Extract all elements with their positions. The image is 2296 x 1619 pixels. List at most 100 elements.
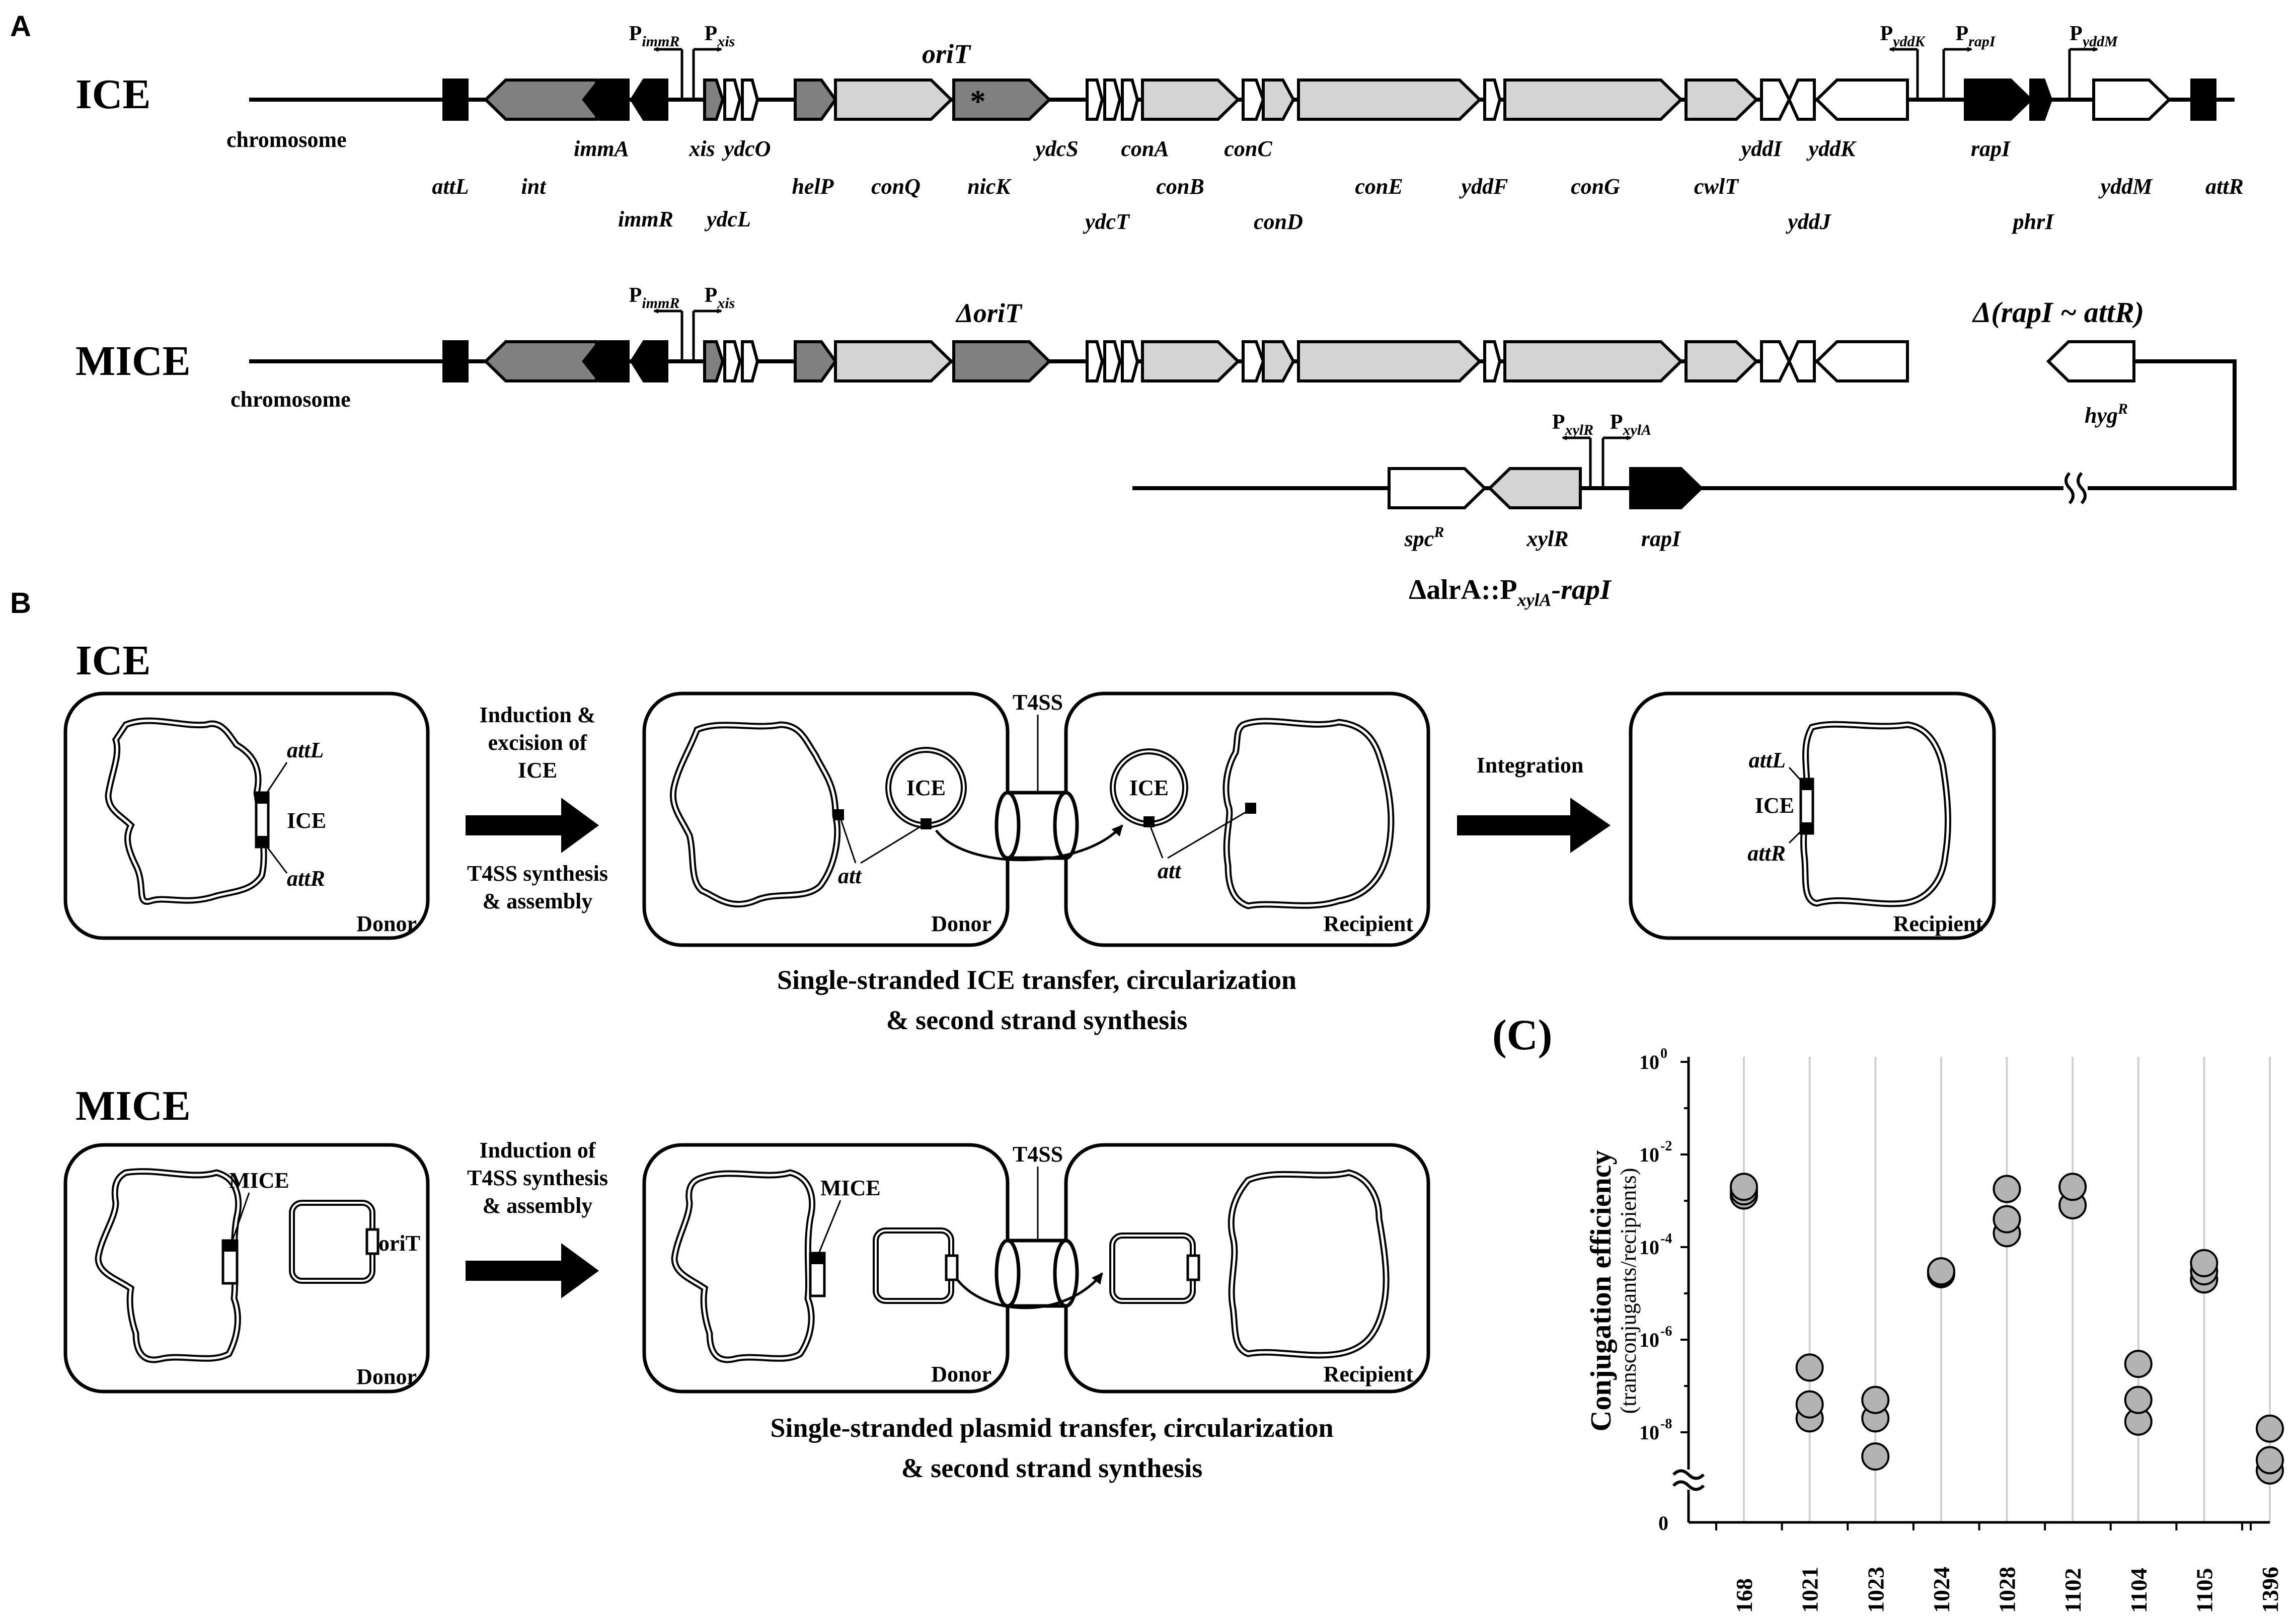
- delta-orit-label: ΔoriT: [955, 298, 1023, 328]
- mice-genes-gene-3: [630, 340, 668, 382]
- x-tick-168: 168: [1731, 1578, 1757, 1613]
- mice-genes-gene-18: [1503, 340, 1683, 382]
- mice-genes-gene-12: [1121, 340, 1139, 382]
- ice-genes-gene-2: [582, 79, 630, 121]
- ice-bottom-conb: conB: [1156, 174, 1204, 199]
- mice-genes-gene-1: [1487, 467, 1582, 509]
- panel-c-letter: (C): [1492, 1011, 1552, 1059]
- mice-donor-label: MICE: [229, 1168, 289, 1193]
- ice-step1-line1: Induction &: [479, 703, 595, 727]
- mice-genes-gene-2: [1629, 467, 1704, 509]
- final-ice-label: ICE: [1755, 793, 1794, 818]
- ice-circle-donor-label: ICE: [906, 776, 946, 800]
- mice-transfer-label: MICE: [820, 1176, 881, 1200]
- att-donor-label: att: [838, 864, 862, 888]
- ice-genes-gene-19: [1685, 79, 1759, 121]
- y-tick-exp-0: 0: [1660, 1046, 1667, 1061]
- orit-plasmid-label: oriT: [378, 1231, 420, 1256]
- ice-genes-gene-13: [1141, 79, 1241, 121]
- y-tick-exp--2: -2: [1660, 1138, 1672, 1154]
- x-tick-1023: 1023: [1863, 1567, 1888, 1613]
- att-recipient-label: att: [1158, 859, 1182, 883]
- ice-top-imma: immA: [574, 136, 629, 161]
- y-tick-exp--4: -4: [1660, 1231, 1672, 1247]
- x-tick-1105: 1105: [2191, 1568, 2217, 1613]
- ice-genes-gene-4: [703, 79, 725, 121]
- mice-genes-gene-21: [1787, 340, 1816, 382]
- y-tick-exp--8: -8: [1660, 1416, 1672, 1432]
- promoter-rapi: PrapI: [1955, 22, 1996, 50]
- y-axis-label-units: (transconjugants/recipients): [1616, 1168, 1641, 1414]
- y-tick--6: 10: [1639, 1329, 1659, 1351]
- ice-genes-gene-8: [834, 79, 954, 121]
- mice-step1-line1: Induction of: [479, 1138, 596, 1163]
- ice-bottom-conq: conQ: [871, 174, 921, 199]
- point-1024-2: [1927, 1257, 1955, 1286]
- mice-genes-gene-7: [794, 340, 837, 382]
- construct-label: ΔalrA::PxylA-rapI: [1409, 574, 1612, 610]
- promoter-xylr: PxylR: [1552, 411, 1593, 438]
- ice-transfer-recipient-text: Recipient: [1324, 911, 1414, 936]
- point-1023-2: [1861, 1385, 1890, 1414]
- final-attr-label: attR: [1747, 841, 1786, 866]
- point-1023-0: [1861, 1442, 1890, 1471]
- mice-t4ss-channel: T4SS: [955, 1142, 1103, 1309]
- ice-genes-gene-7: [794, 79, 837, 121]
- ice-top-attr: attR: [2205, 174, 2244, 199]
- mice-genes-gene-11: [1103, 340, 1122, 382]
- ice-lifecycle-title: ICE: [75, 637, 150, 684]
- ice-top-ydcs: ydcS: [1033, 136, 1079, 161]
- y-tick--4: 10: [1639, 1236, 1659, 1259]
- y-tick-0: 10: [1639, 1051, 1659, 1073]
- mice-genes-gene-16: [1297, 340, 1482, 382]
- mice-genes-gene-9: [952, 340, 1052, 382]
- mice-genes-gene-5: [723, 340, 742, 382]
- promoter-immr: PimmR: [629, 284, 680, 312]
- ice-donor-label: ICE: [287, 808, 326, 833]
- ice-bottom-cond: conD: [1254, 209, 1303, 234]
- ice-bottom-help: helP: [792, 174, 834, 199]
- ice-top-yddk: yddK: [1806, 136, 1857, 161]
- mice-genes-gene-6: [741, 340, 759, 382]
- promoter-immr: PimmR: [629, 22, 680, 50]
- break-symbol: [2063, 472, 2088, 505]
- attl-label: attL: [287, 738, 324, 762]
- mice-genes-gene-0: [1388, 467, 1487, 509]
- orit-star: *: [970, 85, 986, 119]
- mice-step1-arrow: [466, 1243, 599, 1298]
- ice-genes-gene-18: [1503, 79, 1683, 121]
- mice-chromosome-label: chromosome: [231, 387, 351, 412]
- chart-gridlines: [1743, 1057, 2271, 1522]
- ice-row-title: ICE: [75, 71, 150, 118]
- orit-label: oriT: [922, 39, 971, 69]
- mice-genes-gene-1: [483, 340, 598, 382]
- ice-bottom-yddf: yddF: [1459, 174, 1508, 199]
- mice-genes: [442, 340, 2135, 509]
- ice-top-cona: conA: [1121, 136, 1169, 161]
- ice-genes-gene-22: [1814, 79, 1909, 121]
- point-1021-2: [1795, 1353, 1824, 1382]
- spc-label: spcR: [1404, 524, 1444, 551]
- ice-top-conc: conC: [1224, 136, 1272, 161]
- mice-genes-gene-23: [2046, 340, 2135, 382]
- ice-genes-gene-3: [630, 79, 668, 121]
- ice-top-rapi: rapI: [1971, 136, 2011, 161]
- y-tick--8: 10: [1639, 1421, 1659, 1444]
- mice-step1-line3: & assembly: [483, 1193, 593, 1218]
- ice-bottom-attl: attL: [432, 174, 469, 199]
- promoter-xis: Pxis: [705, 284, 735, 312]
- mice-lifecycle-title: MICE: [75, 1083, 191, 1129]
- mice-genes-gene-2: [582, 340, 630, 382]
- rapi-label: rapI: [1641, 526, 1681, 551]
- hyg-label: hygR: [2085, 401, 2128, 428]
- ice-bottom-cong: conG: [1571, 174, 1620, 199]
- ice-final-recipient-text: Recipient: [1893, 911, 1983, 936]
- mice-genes-gene-15: [1262, 340, 1295, 382]
- y-tick--2: 10: [1639, 1143, 1659, 1166]
- x-tick-1396: 1396: [2257, 1567, 2283, 1613]
